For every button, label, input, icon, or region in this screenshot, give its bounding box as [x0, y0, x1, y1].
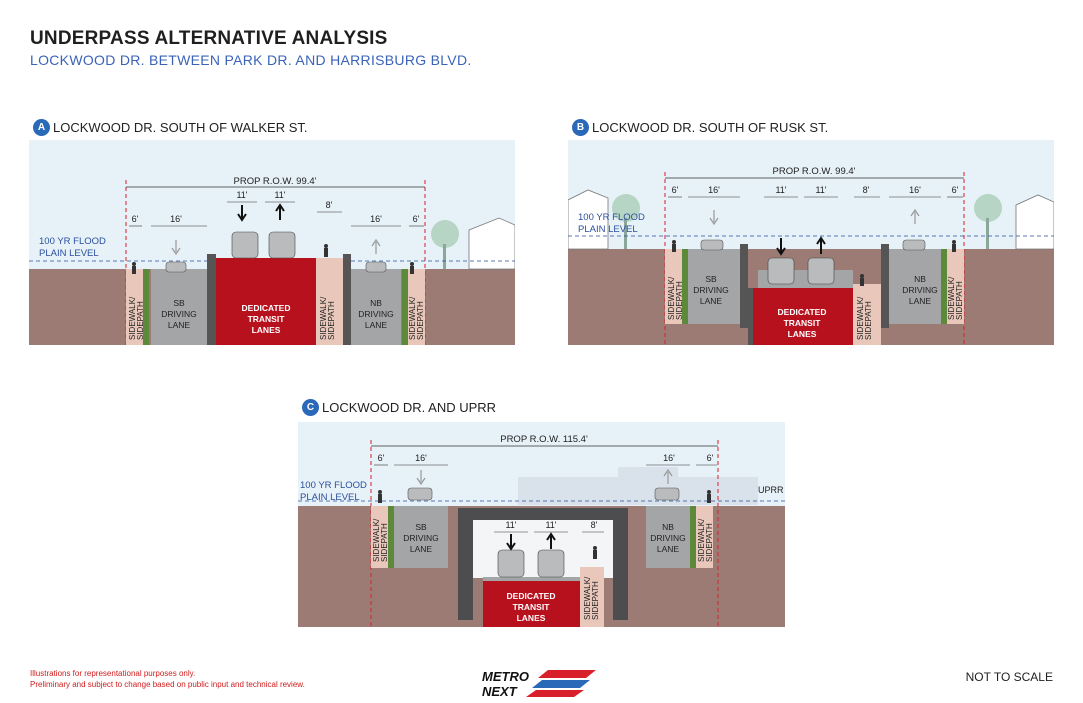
panel-c-nb-3: LANE	[657, 544, 680, 554]
panel-b-dim-3: 11'	[775, 185, 786, 195]
panel-c-flood-label-1: 100 YR FLOOD	[300, 480, 367, 491]
panel-c-sw-mid-1: SIDEWALK/	[583, 576, 592, 620]
panel-b-nb-3: LANE	[909, 296, 932, 306]
panel-b-transit-1: DEDICATED	[778, 307, 827, 317]
panel-a-badge: A	[33, 119, 50, 136]
panel-b-sw-left-2: SIDEPATH	[675, 281, 684, 320]
panel-a-transit-3: LANES	[252, 325, 281, 335]
panel-a-sw-mid-1: SIDEWALK/	[319, 296, 328, 340]
panel-a-sw-left-1: SIDEWALK/	[128, 296, 137, 340]
panel-a-flood-label-2: PLAIN LEVEL	[39, 248, 99, 259]
panel-b-flood-label-1: 100 YR FLOOD	[578, 212, 645, 223]
panel-a-transit-2: TRANSIT	[248, 314, 286, 324]
panel-c-transit-2: TRANSIT	[513, 602, 551, 612]
panel-a-sw-right-1: SIDEWALK/	[408, 296, 417, 340]
panel-a-flood-label-1: 100 YR FLOOD	[39, 236, 106, 247]
panel-a-dim-1: 6'	[132, 214, 139, 224]
panel-a-heading: A LOCKWOOD DR. SOUTH OF WALKER ST.	[33, 119, 307, 136]
panel-b-badge: B	[572, 119, 589, 136]
panel-c-dim-6: 16'	[663, 453, 675, 463]
panel-b-sw-right-2: SIDEPATH	[955, 281, 964, 320]
panel-b-dim-5: 8'	[863, 185, 870, 195]
panel-b-sb-2: DRIVING	[693, 285, 728, 295]
panel-b-dim-4: 11'	[815, 185, 826, 195]
panel-b-dim-7: 6'	[952, 185, 959, 195]
panel-c-sb-2: DRIVING	[403, 533, 438, 543]
panel-a-nb-2: DRIVING	[358, 309, 393, 319]
panel-a-dim-5: 8'	[326, 200, 333, 210]
panel-a-cross-section: 100 YR FLOOD PLAIN LEVEL PROP R.O.W. 99.…	[29, 140, 515, 345]
panel-b-transit-3: LANES	[788, 329, 817, 339]
panel-b-sb-1: SB	[705, 274, 717, 284]
panel-b-heading: B LOCKWOOD DR. SOUTH OF RUSK ST.	[572, 119, 828, 136]
panel-c-sb-3: LANE	[410, 544, 433, 554]
panel-a-sb-1: SB	[173, 298, 185, 308]
panel-b-nb-1: NB	[914, 274, 926, 284]
panel-c-transit-1: DEDICATED	[507, 591, 556, 601]
panel-c-dim-7: 6'	[707, 453, 714, 463]
panel-c-sw-right-2: SIDEPATH	[705, 523, 714, 562]
panel-c-badge: C	[302, 399, 319, 416]
panel-b-nb-2: DRIVING	[902, 285, 937, 295]
panel-b-row-label: PROP R.O.W. 99.4'	[773, 166, 856, 177]
panel-c-dim-1: 6'	[378, 453, 385, 463]
panel-b-flood-label-2: PLAIN LEVEL	[578, 224, 638, 235]
panel-a-sw-left-2: SIDEPATH	[136, 301, 145, 340]
panel-a-sw-mid-2: SIDEPATH	[327, 301, 336, 340]
panel-c-dim-4: 11'	[545, 520, 556, 530]
panel-b-transit-2: TRANSIT	[784, 318, 822, 328]
panel-c-transit-3: LANES	[517, 613, 546, 623]
panel-a-dim-2: 16'	[170, 214, 182, 224]
panel-c-nb-1: NB	[662, 522, 674, 532]
page-title: UNDERPASS ALTERNATIVE ANALYSIS	[30, 28, 388, 49]
panel-c-flood-label-2: PLAIN LEVEL	[300, 492, 360, 503]
footnote: Illustrations for representational purpo…	[30, 668, 305, 690]
logo-text-1: METRO	[482, 669, 529, 684]
panel-c-dim-2: 16'	[415, 453, 427, 463]
panel-b-sb-3: LANE	[700, 296, 723, 306]
footnote-line-1: Illustrations for representational purpo…	[30, 669, 196, 678]
panel-c-sw-mid-2: SIDEPATH	[591, 581, 600, 620]
panel-b-cross-section: 100 YR FLOOD PLAIN LEVEL PROP R.O.W. 99.…	[568, 140, 1054, 345]
panel-b-sw-mid-1: SIDEWALK/	[856, 296, 865, 340]
not-to-scale-label: NOT TO SCALE	[965, 670, 1053, 684]
panel-a-title: LOCKWOOD DR. SOUTH OF WALKER ST.	[53, 120, 308, 135]
panel-c-nb-2: DRIVING	[650, 533, 685, 543]
panel-c-dim-3: 11'	[505, 520, 516, 530]
logo-text-2: NEXT	[482, 684, 518, 698]
page-subtitle: LOCKWOOD DR. BETWEEN PARK DR. AND HARRIS…	[30, 52, 472, 68]
panel-a-dim-7: 6'	[413, 214, 420, 224]
panel-c-sw-right-1: SIDEWALK/	[697, 518, 706, 562]
panel-a-nb-1: NB	[370, 298, 382, 308]
panel-b-sw-mid-2: SIDEPATH	[864, 301, 873, 340]
panel-a-dim-4: 11'	[274, 190, 285, 200]
panel-b-title: LOCKWOOD DR. SOUTH OF RUSK ST.	[592, 120, 829, 135]
panel-a-sw-right-2: SIDEPATH	[416, 301, 425, 340]
panel-b-sw-left-1: SIDEWALK/	[667, 276, 676, 320]
panel-b-sw-right-1: SIDEWALK/	[947, 276, 956, 320]
footnote-line-2: Preliminary and subject to change based …	[30, 680, 305, 689]
metro-next-logo: METRO NEXT	[482, 668, 598, 699]
panel-a-sb-3: LANE	[168, 320, 191, 330]
panel-b-dim-1: 6'	[672, 185, 679, 195]
panel-a-row-label: PROP R.O.W. 99.4'	[234, 176, 317, 187]
panel-c-dim-5: 8'	[591, 520, 598, 530]
panel-b-dim-6: 16'	[909, 185, 921, 195]
panel-a-transit-1: DEDICATED	[242, 303, 291, 313]
panel-c-cross-section: 100 YR FLOOD PLAIN LEVEL UPRR PROP R.O.W…	[298, 422, 785, 627]
panel-a-nb-3: LANE	[365, 320, 388, 330]
panel-c-sw-left-2: SIDEPATH	[380, 523, 389, 562]
panel-c-sb-1: SB	[415, 522, 427, 532]
panel-c-heading: C LOCKWOOD DR. AND UPRR	[302, 399, 496, 416]
panel-c-uprr-label: UPRR	[758, 485, 784, 495]
panel-c-row-label: PROP R.O.W. 115.4'	[500, 434, 588, 445]
panel-a-dim-3: 11'	[236, 190, 247, 200]
panel-a-dim-6: 16'	[370, 214, 382, 224]
panel-c-title: LOCKWOOD DR. AND UPRR	[322, 400, 497, 415]
panel-a-sb-2: DRIVING	[161, 309, 196, 319]
panel-b-dim-2: 16'	[708, 185, 720, 195]
panel-c-sw-left-1: SIDEWALK/	[372, 518, 381, 562]
